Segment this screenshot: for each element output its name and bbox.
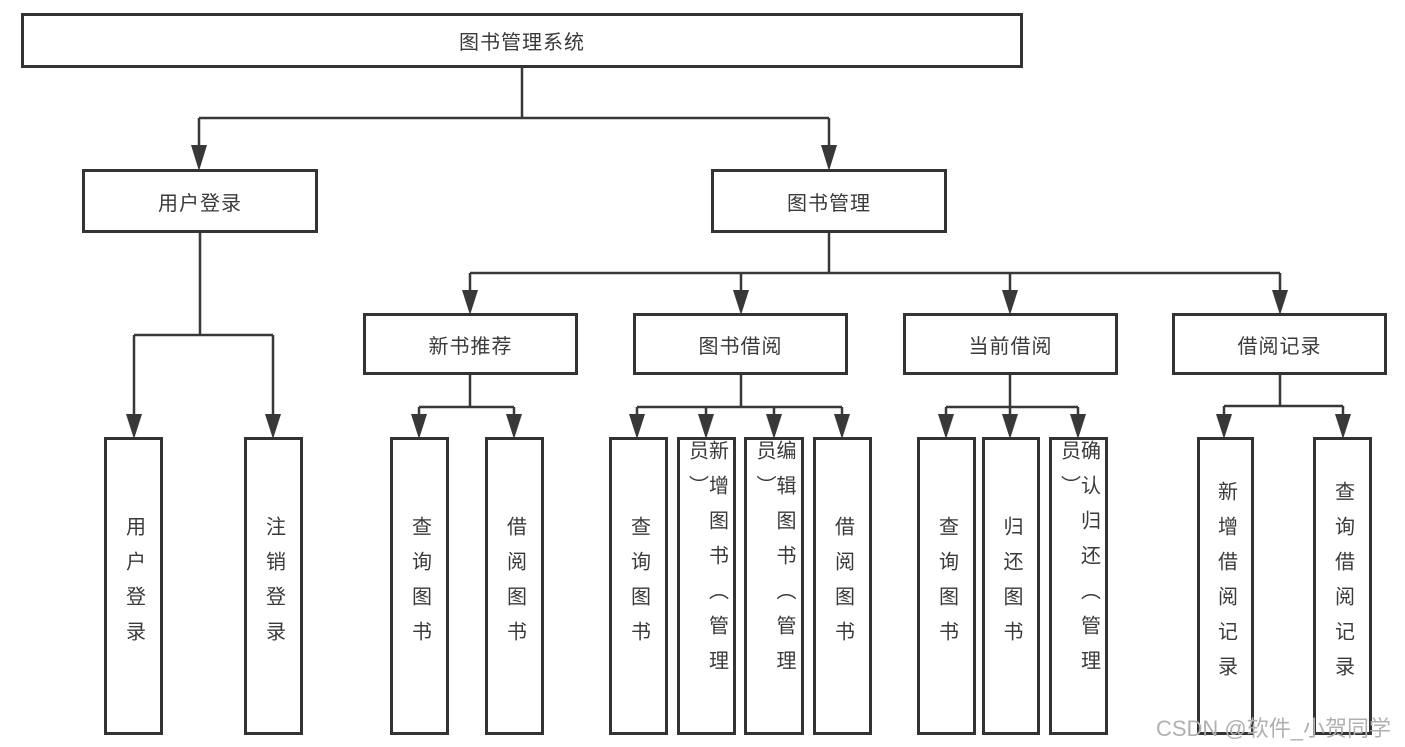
arrowheads — [126, 145, 1351, 439]
node-label: 新书推荐 — [428, 335, 513, 358]
connector-path — [132, 67, 1345, 416]
node-label: 编辑图书（管理员） — [753, 440, 795, 685]
node-book-management: 图书管理 — [711, 169, 947, 233]
leaf-confirm-return-admin: 确认归还（管理员） — [1049, 437, 1108, 735]
node-label: 归还图书 — [1000, 516, 1022, 656]
node-label: 用户登录 — [122, 516, 145, 656]
leaf-query-books-current: 查询图书 — [917, 437, 976, 735]
node-label: 图书管理 — [787, 192, 871, 215]
leaf-edit-books-admin: 编辑图书（管理员） — [744, 437, 804, 735]
node-label: 借阅图书 — [503, 516, 526, 656]
node-user-login: 用户登录 — [82, 169, 318, 233]
node-label: 查询图书 — [408, 516, 431, 656]
node-label: 查询图书 — [935, 516, 958, 656]
node-label: 确认归还（管理员） — [1057, 440, 1100, 685]
node-label: 新增图书（管理员） — [685, 440, 728, 685]
node-label: 注销登录 — [262, 516, 285, 656]
node-root: 图书管理系统 — [21, 13, 1023, 68]
leaf-borrow-books-recommend: 借阅图书 — [485, 437, 544, 735]
node-label: 查询图书 — [627, 516, 650, 656]
node-label: 新增借阅记录 — [1214, 481, 1237, 691]
node-current-borrowing: 当前借阅 — [903, 313, 1118, 375]
leaf-borrow-books: 借阅图书 — [813, 437, 872, 735]
leaf-query-books-recommend: 查询图书 — [390, 437, 449, 735]
node-label: 图书管理系统 — [459, 32, 585, 54]
node-label: 图书借阅 — [698, 335, 783, 358]
node-label: 用户登录 — [158, 192, 242, 215]
node-new-book-recommend: 新书推荐 — [363, 313, 578, 375]
node-book-borrowing: 图书借阅 — [633, 313, 848, 375]
leaf-return-books: 归还图书 — [982, 437, 1040, 735]
leaf-user-login: 用户登录 — [104, 437, 163, 735]
node-label: 借阅记录 — [1237, 335, 1322, 358]
leaf-query-books-borrowing: 查询图书 — [609, 437, 668, 735]
leaf-logout-login: 注销登录 — [244, 437, 303, 735]
node-label: 当前借阅 — [968, 335, 1053, 358]
leaf-add-books-admin: 新增图书（管理员） — [677, 437, 736, 735]
node-label: 查询借阅记录 — [1331, 481, 1354, 691]
leaf-query-borrow-record: 查询借阅记录 — [1313, 437, 1372, 735]
node-borrowing-records: 借阅记录 — [1172, 313, 1387, 375]
leaf-add-borrow-record: 新增借阅记录 — [1197, 437, 1254, 735]
node-label: 借阅图书 — [831, 516, 854, 656]
